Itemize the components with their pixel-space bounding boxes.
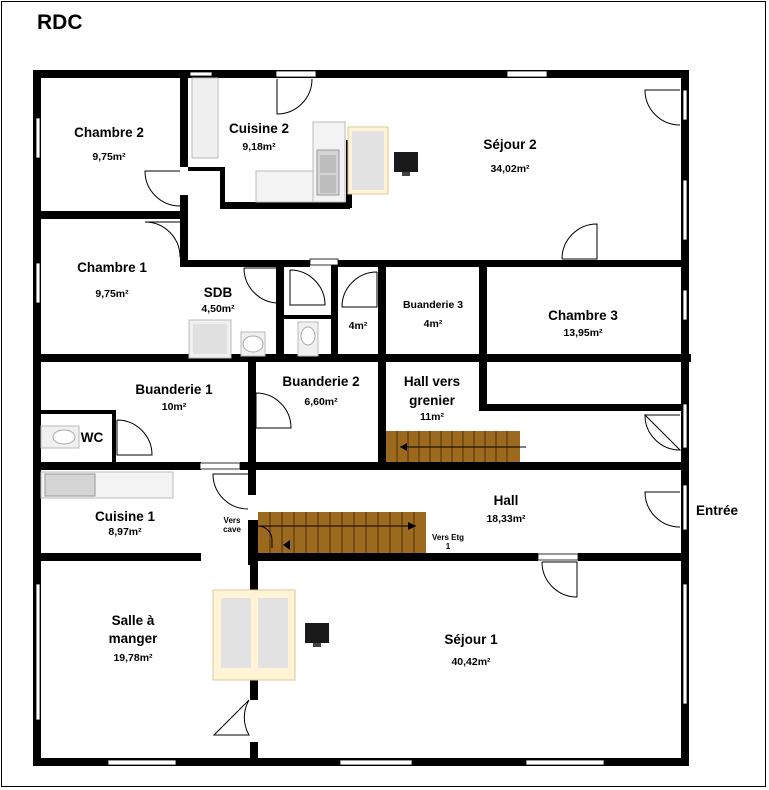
room-hall-vers-grenier: Hall vers grenier 11m² (403, 374, 461, 423)
door-swings (116, 78, 682, 736)
room-wc: WC (80, 430, 104, 445)
room-salle-a-manger: Salle à manger 19,78m² (108, 613, 158, 664)
windows (35, 70, 688, 766)
room-buanderie-3: Buanderie 3 4m² (402, 299, 464, 330)
stair-hall (257, 512, 426, 553)
room-buanderie-2: Buanderie 2 6,60m² (282, 374, 360, 409)
stair-hall-vers-grenier (386, 431, 526, 462)
room-chambre-2: Chambre 2 9,75m² (74, 125, 144, 164)
stair-label-cave: Vers cave (223, 516, 241, 534)
page-title: RDC (37, 11, 83, 34)
room-sejour-2: Séjour 2 34,02m² (483, 137, 537, 176)
fixtures (40, 77, 418, 681)
stair-label-etage: Vers Etg 1 (432, 533, 465, 551)
room-sejour-1: Séjour 1 40,42m² (444, 632, 498, 669)
room-wc-etage: 4m² (348, 320, 368, 332)
room-sdb: SDB 4,50m² (201, 285, 235, 316)
entrance-label: Entrée (696, 503, 739, 518)
room-chambre-1: Chambre 1 9,75m² (77, 260, 147, 301)
room-buanderie-1: Buanderie 1 10m² (135, 382, 213, 414)
room-chambre-3: Chambre 3 13,95m² (548, 308, 618, 340)
room-hall: Hall 18,33m² (486, 493, 526, 526)
room-cuisine-2: Cuisine 2 9,18m² (228, 121, 290, 154)
room-cuisine-1: Cuisine 1 8,97m² (94, 509, 156, 539)
